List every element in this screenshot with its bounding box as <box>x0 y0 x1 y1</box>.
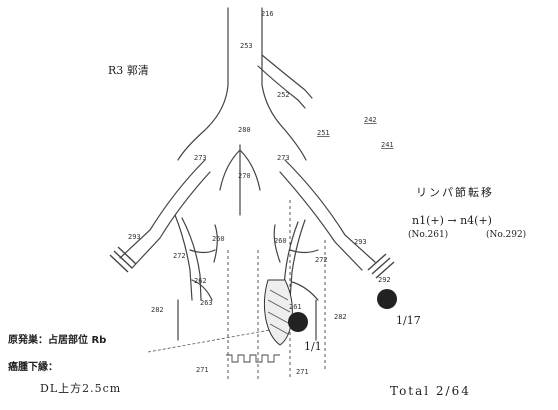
node-label-263: 263 <box>200 299 213 307</box>
node-label-272-right: 272 <box>315 256 328 264</box>
ima-branch-lower <box>258 66 305 108</box>
leader-line <box>148 330 270 352</box>
ratio-left-node: 1/1 <box>304 340 322 353</box>
common-iliac-left-lower <box>132 172 210 268</box>
node-label-260-right: 260 <box>274 237 287 245</box>
metastatic-node-292 <box>377 289 397 309</box>
primary-site: 原発巣：占居部位 Rb <box>8 331 106 346</box>
right-branch-a <box>290 250 318 253</box>
node-label-272-left: 272 <box>173 252 186 260</box>
node-label-271-left: 271 <box>196 366 209 374</box>
aorta-left-wall <box>178 8 228 160</box>
anal-line <box>226 355 280 362</box>
node-label-292: 292 <box>378 276 391 284</box>
node-label-282-left: 282 <box>151 306 164 314</box>
metastatic-node-261 <box>288 312 308 332</box>
central-vessel-fork-l <box>220 150 240 190</box>
node-label-251: 251 <box>317 129 330 137</box>
tumor-region <box>264 280 292 345</box>
node-label-216: 216 <box>261 10 274 18</box>
stage-change: n1(+) → n4(+) <box>412 214 492 227</box>
aorta-right-wall <box>262 8 306 160</box>
node-label-261: 261 <box>289 303 302 311</box>
node-label-273-left: 273 <box>194 154 207 162</box>
section-title: R3 郭清 <box>108 62 149 78</box>
node-label-252: 252 <box>277 91 290 99</box>
node-label-293-right: 293 <box>354 238 367 246</box>
metastasis-title: リンパ節転移 <box>416 184 494 200</box>
node-label-280: 280 <box>238 126 251 134</box>
total-count: Total 2/64 <box>390 384 471 398</box>
node-label-262: 262 <box>194 277 207 285</box>
tumor-lower-edge: 癌腫下縁： <box>8 358 58 373</box>
right-internal-iliac <box>290 220 305 300</box>
node-label-253: 253 <box>240 42 253 50</box>
ligation-marks <box>110 247 394 278</box>
distance: DL上方2.5cm <box>40 380 121 396</box>
node-label-271-right: 271 <box>296 368 309 376</box>
central-vessel-fork-r <box>240 150 260 190</box>
node-label-242: 242 <box>364 116 377 124</box>
node-label-282-right: 282 <box>334 313 347 321</box>
node-from: (No.261) <box>408 230 448 240</box>
right-branch-b <box>292 282 318 300</box>
left-branch-a <box>190 250 215 253</box>
node-label-270: 270 <box>238 172 251 180</box>
ratio-right-node: 1/17 <box>396 314 421 327</box>
node-label-293-left: 293 <box>128 233 141 241</box>
common-iliac-right-upper <box>285 160 375 262</box>
node-label-241: 241 <box>381 141 394 149</box>
left-branch-c <box>214 225 217 262</box>
node-label-273-right: 273 <box>277 154 290 162</box>
node-to: (No.292) <box>486 230 526 240</box>
node-label-260-left: 260 <box>212 235 225 243</box>
